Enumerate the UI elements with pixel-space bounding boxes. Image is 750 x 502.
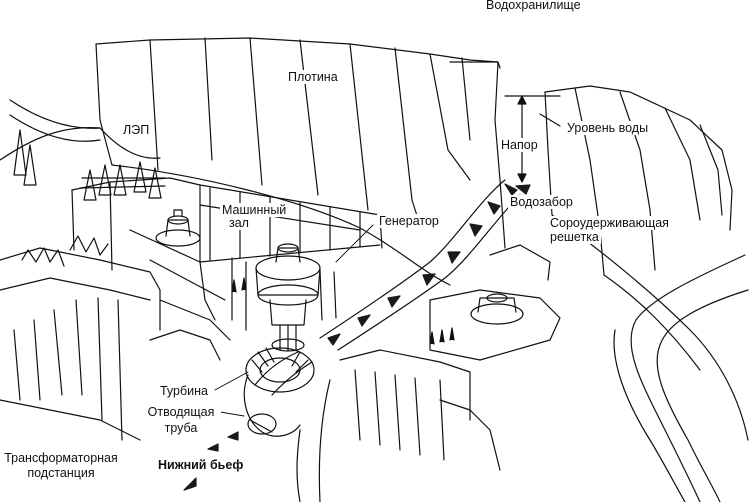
machine-hall-label-1: Машинный xyxy=(220,203,287,217)
substation-label-2: подстанция xyxy=(0,466,122,480)
reservoir-wall xyxy=(544,85,749,502)
power-line-label: ЛЭП xyxy=(121,123,152,137)
head-label: Напор xyxy=(499,138,540,152)
dam-label: Плотина xyxy=(286,70,340,84)
machine-hall-label-2: зал xyxy=(220,216,258,230)
lower-intake-structure xyxy=(231,244,561,502)
reservoir-label: Водохранилище xyxy=(484,0,583,12)
machine-hall xyxy=(71,177,383,341)
trash-rack-label-2: решетка xyxy=(548,230,601,244)
dam-wall xyxy=(95,37,506,286)
turbine-label: Турбина xyxy=(158,384,210,398)
draft-tube-label-2: труба xyxy=(141,421,221,435)
draft-tube-label-1: Отводящая xyxy=(141,405,221,419)
penstock-pipe xyxy=(254,179,521,396)
intake-label: Водозабор xyxy=(508,195,575,209)
generator-turbine-unit xyxy=(231,243,337,437)
water-level-label: Уровень воды xyxy=(565,121,651,135)
tailwater-label: Нижний бьеф xyxy=(156,458,246,472)
transformer-substation xyxy=(0,235,221,441)
trash-rack-label-1: Сороудерживающая xyxy=(548,216,671,230)
power-line-towers xyxy=(0,99,166,201)
label-leader-lines xyxy=(214,224,374,417)
generator-label: Генератор xyxy=(377,214,441,228)
substation-label-1: Трансформаторная xyxy=(0,451,122,465)
